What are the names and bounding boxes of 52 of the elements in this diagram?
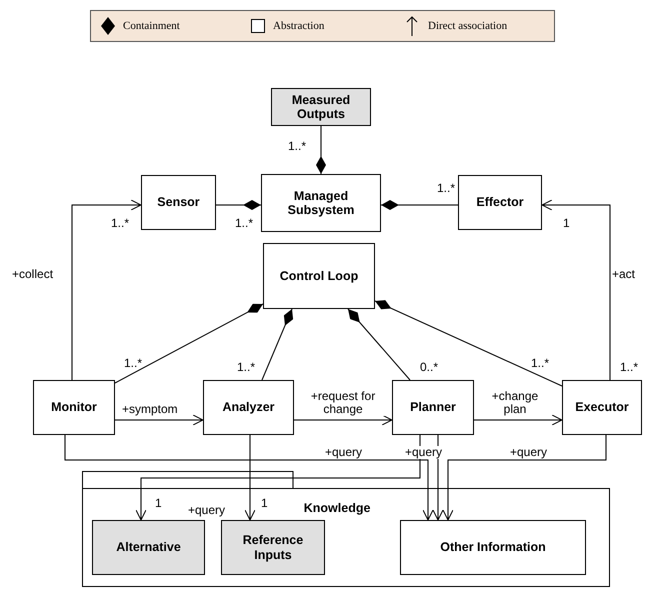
association-arrow xyxy=(244,434,256,520)
multiplicity-label: 1 xyxy=(155,496,162,510)
package-frame xyxy=(82,471,610,587)
multiplicity-label: 1 xyxy=(261,496,268,510)
containment-line xyxy=(348,308,410,380)
class-box: Effector xyxy=(458,175,542,230)
association-arrow xyxy=(136,434,420,520)
class-box: Control Loop xyxy=(263,243,375,309)
legend-label: Containment xyxy=(123,20,180,32)
class-box: Planner xyxy=(392,380,474,435)
multiplicity-label: 1..* xyxy=(124,356,142,370)
containment-line xyxy=(374,300,562,386)
edge-label: +query xyxy=(405,446,442,460)
multiplicity-label: 1..* xyxy=(531,356,550,370)
class-box: Monitor xyxy=(33,380,115,435)
class-box: Reference Inputs xyxy=(221,520,325,575)
containment-line xyxy=(316,126,326,174)
class-box: Executor xyxy=(562,380,642,435)
association-arrow xyxy=(442,434,606,520)
multiplicity-label: 1..* xyxy=(288,139,306,153)
package-title: Knowledge xyxy=(304,501,370,515)
association-arrow xyxy=(474,414,562,426)
multiplicity-label: 1..* xyxy=(437,181,456,195)
multiplicity-label: 1..* xyxy=(237,360,256,374)
class-box: Analyzer xyxy=(203,380,294,435)
edge-label: +collect xyxy=(12,268,54,282)
multiplicity-label: 1 xyxy=(563,216,570,230)
edge-label: +symptom xyxy=(122,403,178,416)
class-box: Alternative xyxy=(92,520,205,575)
association-arrow xyxy=(64,434,434,520)
containment-line xyxy=(114,304,264,384)
multiplicity-label: 1..* xyxy=(620,360,638,374)
association-arrow xyxy=(542,200,610,380)
class-box: Sensor xyxy=(141,175,216,230)
association-arrow xyxy=(294,414,392,426)
class-box: Managed Subsystem xyxy=(261,174,381,232)
multiplicity-label: 0..* xyxy=(420,360,438,374)
edge-label: +query xyxy=(325,446,362,460)
containment-line xyxy=(262,308,294,380)
edge-label: +query xyxy=(188,504,226,518)
class-box: Measured Outputs xyxy=(271,88,371,126)
edge-label: +query xyxy=(510,446,548,460)
association-arrow xyxy=(72,200,142,380)
legend-label: Abstraction xyxy=(273,20,324,32)
class-box: Other Information xyxy=(400,520,586,575)
association-arrow xyxy=(114,414,204,426)
containment-line xyxy=(380,200,458,210)
multiplicity-label: 1..* xyxy=(235,216,254,230)
legend-label: Direct association xyxy=(428,20,508,32)
containment-line xyxy=(216,200,262,210)
edge-label: +act xyxy=(612,268,636,282)
multiplicity-label: 1..* xyxy=(111,216,130,230)
